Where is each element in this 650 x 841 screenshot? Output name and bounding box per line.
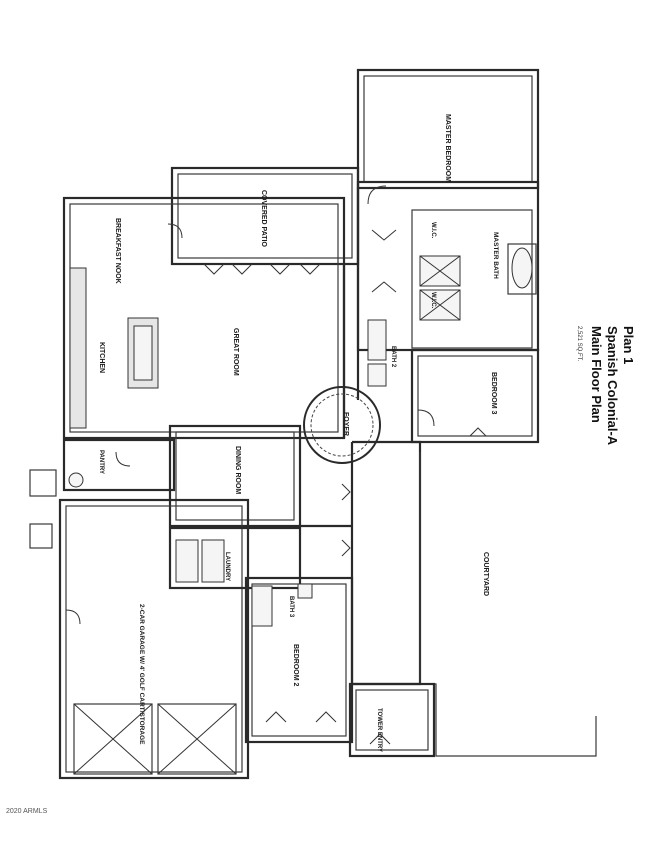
footer-watermark: 2020 ARMLS [6,808,48,815]
label-bedroom-3: BEDROOM 3 [490,372,497,415]
label-wic-2: W.I.C. [430,292,436,309]
kitchen-counter [69,267,87,429]
label-great-room: GREAT ROOM [232,328,239,376]
label-garage: 2-CAR GARAGE W/ 4' GOLF CART/STORAGE [138,604,145,745]
showers [419,255,461,321]
bath-3-tub [251,583,313,627]
door-swings [65,185,487,745]
kitchen-island [127,317,159,389]
label-pantry: PANTRY [98,450,104,474]
title-plan: Plan 1 [621,326,636,364]
label-courtyard: COURTYARD [482,552,489,596]
bath-2-tub [367,319,387,387]
title-style: Spanish Colonial-A [605,326,620,446]
foyer-rotunda [303,386,381,464]
exterior-walls [58,68,597,780]
laundry-fixtures [175,539,225,583]
label-breakfast-nook: BREAKFAST NOOK [114,218,121,284]
label-foyer: FOYER [342,412,349,436]
label-kitchen: KITCHEN [98,342,105,373]
label-dining-room: DINING ROOM [234,446,241,494]
title-sqft: 2,521 SQ.FT. [576,326,582,362]
label-bath-3: BATH 3 [288,596,294,618]
title-block: Plan 1 Spanish Colonial-A Main Floor Pla… [576,326,636,446]
garage-doors [73,703,237,775]
label-wic-1: W.I.C. [430,222,436,239]
label-tower-entry: TOWER ENTRY [376,708,382,752]
label-master-bedroom: MASTER BEDROOM [444,114,451,182]
title-floor: Main Floor Plan [589,326,604,423]
label-bedroom-2: BEDROOM 2 [292,644,299,687]
label-bath-2: BATH 2 [390,346,396,368]
water-heater [68,472,84,488]
label-master-bath: MASTER BATH [492,232,499,279]
yard-boxes [29,469,57,549]
label-laundry: LAUNDRY [224,552,230,581]
master-tub [507,243,537,295]
label-covered-patio: COVERED PATIO [260,190,267,247]
